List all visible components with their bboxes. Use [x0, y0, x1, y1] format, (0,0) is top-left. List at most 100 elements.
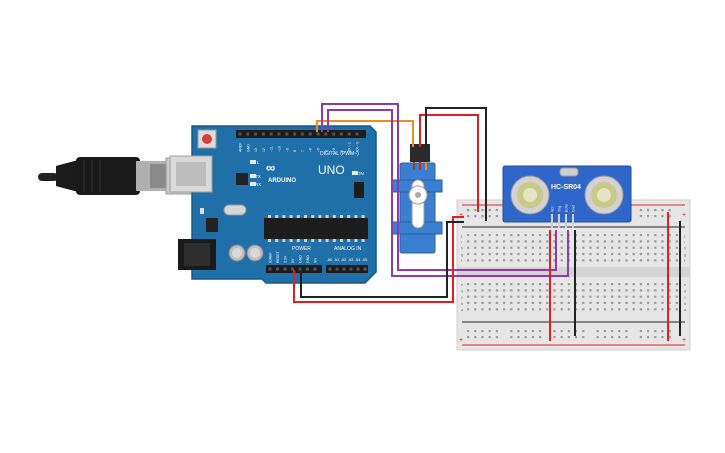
analog-pin[interactable] — [342, 267, 346, 271]
digital-pin[interactable] — [324, 132, 328, 136]
wire-echo[interactable] — [327, 109, 569, 277]
power-pin-label: GND — [299, 255, 303, 263]
wire-5v[interactable] — [293, 216, 464, 303]
digital-pin-label: ~3 — [332, 148, 336, 152]
power-pin-label: GND — [306, 255, 310, 263]
analog-pin[interactable] — [328, 267, 332, 271]
wire-servo-ground[interactable] — [425, 107, 487, 221]
digital-pin[interactable] — [277, 132, 281, 136]
power-pin[interactable] — [298, 267, 302, 271]
arduino-brand-label: ARDUINO — [268, 178, 296, 184]
plus-rail-label-bottom-left: + — [459, 337, 463, 344]
analog-pin-label: A0 — [328, 257, 334, 262]
digital-pin[interactable] — [355, 132, 359, 136]
digital-pin[interactable] — [332, 132, 336, 136]
sensor-pin-label: Vcc — [551, 206, 555, 212]
row-letter: f — [684, 258, 686, 263]
digital-pin[interactable] — [339, 132, 343, 136]
digital-pin[interactable] — [293, 132, 297, 136]
power-pin[interactable] — [291, 267, 294, 271]
row-letter: e — [684, 282, 687, 287]
row-letter: i — [461, 239, 462, 244]
analog-pin-label: A4 — [356, 257, 362, 262]
servo-connector — [410, 144, 430, 162]
digital-pin-label: ~11 — [270, 146, 274, 152]
sensor-label: HC-SR04 — [551, 184, 581, 191]
power-pin[interactable] — [283, 267, 287, 271]
row-letter: h — [461, 246, 463, 251]
digital-pin-label: AREF — [239, 143, 243, 152]
voltage-regulator — [206, 218, 218, 232]
digital-pin[interactable] — [316, 132, 320, 136]
power-pin[interactable] — [313, 267, 317, 271]
digital-pin-label: ~9 — [285, 148, 289, 152]
digital-pin[interactable] — [269, 132, 273, 136]
digital-pin[interactable] — [300, 132, 304, 136]
infinity-logo-icon: ∞ — [266, 160, 275, 175]
digital-pin-label: ~10 — [278, 146, 282, 152]
analog-pin[interactable] — [335, 267, 339, 271]
row-letter: a — [684, 307, 687, 312]
led-l — [250, 160, 256, 164]
row-letter: d — [684, 288, 686, 293]
digital-pin[interactable] — [246, 132, 250, 136]
digital-pin-label: TX→1 — [348, 142, 352, 152]
usb-chip — [236, 173, 248, 185]
led-rx — [250, 182, 256, 186]
digital-pin-label: 7 — [301, 150, 305, 152]
digital-pin[interactable] — [285, 132, 289, 136]
analog-pin[interactable] — [356, 267, 360, 271]
analog-pin[interactable] — [363, 267, 367, 271]
plus-rail-label-top-left: + — [459, 212, 463, 219]
digital-pin[interactable] — [308, 132, 312, 136]
wire-gnd[interactable] — [300, 221, 464, 298]
analog-pin-label: A3 — [349, 257, 355, 262]
digital-header-label: DIGITAL (PWM~) — [320, 151, 359, 157]
wire-servo-signal[interactable] — [316, 120, 414, 147]
row-letter: i — [684, 239, 685, 244]
row-letter: h — [684, 246, 686, 251]
wire-trig[interactable] — [321, 103, 557, 271]
led-tx — [250, 174, 256, 178]
row-letter: f — [461, 258, 463, 263]
digital-pin-label: GND — [246, 144, 250, 152]
row-letter: b — [461, 301, 464, 306]
digital-pin[interactable] — [238, 132, 242, 136]
led-l-label: L — [257, 160, 260, 165]
row-letter: c — [461, 295, 463, 300]
digital-pin[interactable] — [261, 132, 265, 136]
analog-pin-label: A5 — [363, 257, 369, 262]
power-pin[interactable] — [306, 267, 309, 271]
rx-label: RX — [255, 182, 261, 187]
sensor-pin-label: Gnd — [572, 205, 576, 212]
analog-pin[interactable] — [349, 267, 353, 271]
sensor-pin[interactable] — [558, 214, 560, 228]
row-letter: g — [684, 252, 686, 257]
digital-pin[interactable] — [254, 132, 258, 136]
icsp-header — [354, 182, 364, 198]
led-on — [352, 171, 358, 175]
analog-pin-label: A2 — [342, 257, 348, 262]
digital-pin-label: RX←0 — [356, 142, 360, 152]
row-letter: a — [461, 307, 464, 312]
uno-logo-text: UNO — [318, 163, 345, 177]
power-pin-label: 5V — [291, 258, 295, 263]
sensor-pin[interactable] — [572, 214, 574, 228]
digital-pin-label: 4 — [324, 150, 328, 152]
power-pin[interactable] — [276, 267, 279, 271]
row-letter: d — [461, 288, 463, 293]
power-pin-label: RESET — [276, 250, 280, 263]
wire-servo-power[interactable] — [419, 114, 479, 212]
digital-pin[interactable] — [347, 132, 351, 136]
digital-pin-label: 2 — [340, 150, 344, 152]
power-pin[interactable] — [268, 267, 272, 271]
sensor-pin[interactable] — [565, 214, 567, 228]
sensor-pin[interactable] — [551, 214, 553, 228]
row-letter: b — [684, 301, 687, 306]
analog-pin-label: A1 — [335, 257, 341, 262]
row-letter: g — [461, 252, 463, 257]
